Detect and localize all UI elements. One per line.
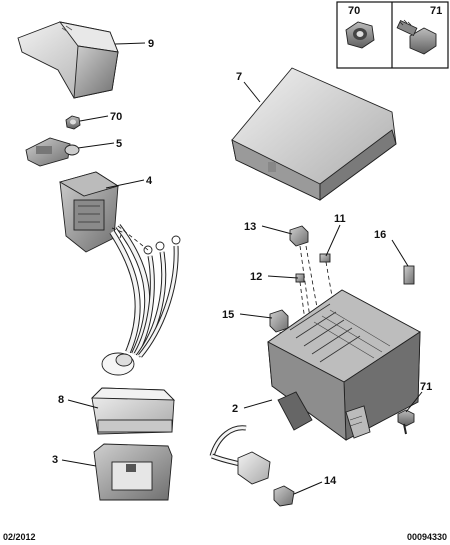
part-8-cover [90, 387, 176, 435]
callout-14: 14 [324, 475, 337, 487]
callout-12: 12 [250, 271, 262, 283]
footer-reference: 00094330 [407, 532, 447, 542]
inset-label-71: 71 [430, 5, 442, 17]
part-70-nut [65, 115, 81, 130]
callout-3: 3 [52, 454, 58, 466]
footer: 02/2012 00094330 [3, 532, 447, 542]
nut-70-drawing [345, 21, 375, 49]
callouts: 9 70 5 4 7 13 11 16 12 15 2 71 8 3 14 [52, 38, 432, 487]
part-16-fuse [403, 265, 415, 285]
callout-70: 70 [110, 111, 122, 123]
part-4-fuse-module [58, 171, 181, 376]
inset-label-70: 70 [348, 5, 360, 17]
callout-71: 71 [420, 381, 432, 393]
callout-11: 11 [334, 213, 346, 225]
bolt-71-drawing [396, 19, 437, 55]
callout-8: 8 [58, 394, 64, 406]
callout-9: 9 [148, 38, 154, 50]
footer-date: 02/2012 [3, 532, 36, 542]
part-11-fuse [319, 253, 331, 263]
callout-15: 15 [222, 309, 234, 321]
callout-7: 7 [236, 71, 242, 83]
part-13-relay [289, 225, 309, 247]
part-71-bolt [397, 409, 415, 435]
part-2-fuse-box [267, 289, 421, 441]
fastener-inset: 70 71 [336, 1, 449, 69]
callout-16: 16 [374, 229, 386, 241]
part-15-relay [269, 309, 289, 333]
callout-13: 13 [244, 221, 256, 233]
callout-2: 2 [232, 403, 238, 415]
leader-lines [61, 42, 423, 495]
callout-5: 5 [116, 138, 122, 150]
part-3-fuse-holder [93, 443, 173, 501]
part-7-lid [231, 67, 397, 201]
part-9-cover [17, 21, 119, 99]
part-14-connector [209, 425, 295, 507]
part-5-terminal [25, 137, 80, 167]
callout-4: 4 [146, 175, 153, 187]
